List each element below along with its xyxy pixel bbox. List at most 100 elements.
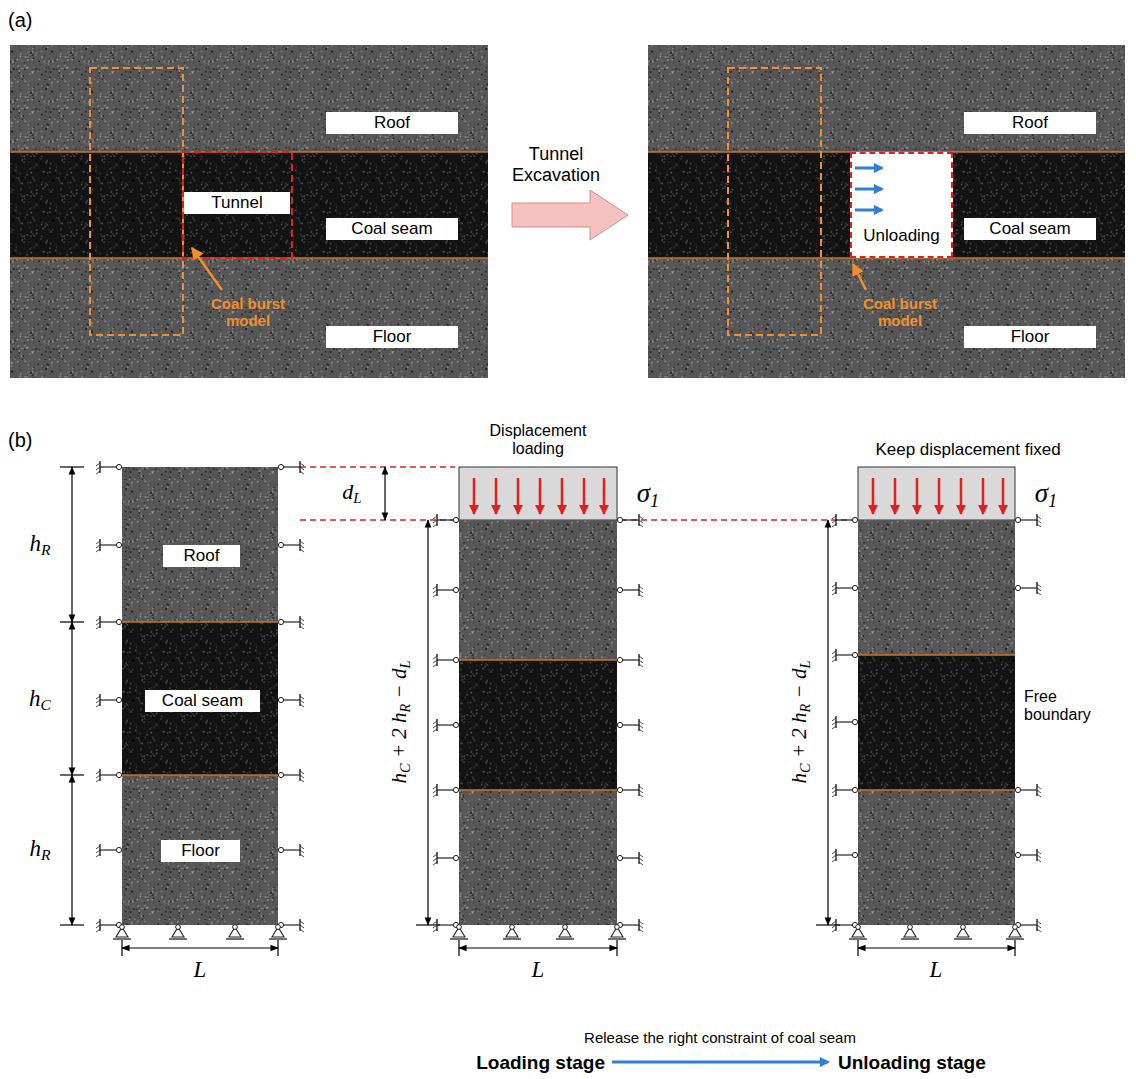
roller-support <box>300 846 304 849</box>
layer-label: Coal seam <box>351 220 432 239</box>
roller-support <box>278 697 283 702</box>
roller-support <box>836 789 854 790</box>
roller-support <box>233 925 238 930</box>
callout-text: Coal burst model <box>855 295 945 330</box>
roller-support <box>836 587 854 588</box>
roller-support <box>1037 929 1041 932</box>
roller-support <box>300 622 304 625</box>
roller-support <box>433 594 437 597</box>
roller-support <box>433 729 437 732</box>
roller-support <box>437 924 455 925</box>
dimension-line <box>427 520 428 925</box>
load-arrows <box>1002 478 1005 514</box>
roller-support <box>1037 925 1041 928</box>
unloading-region: Unloading <box>850 152 953 258</box>
roller-support <box>300 929 304 932</box>
model-column <box>122 622 278 775</box>
layer-label: Floor <box>181 842 220 861</box>
label-box: Coal seam <box>964 218 1096 240</box>
roller-support <box>1037 592 1041 595</box>
panel-label: (b) <box>8 429 32 452</box>
roller-support <box>433 858 437 861</box>
roller-support <box>433 664 437 667</box>
model-column <box>122 621 278 623</box>
roller-support <box>300 463 304 466</box>
label-box: Roof <box>326 112 458 134</box>
roller-support <box>954 938 972 939</box>
label-box: Roof <box>163 545 240 567</box>
roller-support <box>832 584 836 587</box>
roller-support <box>901 938 919 939</box>
roller-support <box>100 544 118 545</box>
roller-support <box>96 471 100 474</box>
process-text: Tunnel Excavation <box>501 144 611 185</box>
roller-support <box>621 924 639 925</box>
roller-support <box>300 696 304 699</box>
roller-support <box>282 849 300 850</box>
load-arrows <box>473 478 476 514</box>
roller-support <box>450 938 468 939</box>
stress-symbol: σ1 <box>637 478 660 512</box>
roller-support <box>639 586 643 589</box>
load-arrows <box>583 478 586 514</box>
roller-support <box>1037 859 1041 862</box>
roller-support <box>300 549 304 552</box>
roller-support <box>300 850 304 853</box>
roller-support <box>832 925 836 928</box>
strata-image <box>183 152 292 258</box>
strata-image <box>850 152 953 258</box>
roller-support <box>1019 854 1037 855</box>
roller-support <box>282 699 300 700</box>
roller-support <box>832 516 836 519</box>
strata-image <box>855 167 882 170</box>
roller-support <box>1019 519 1037 520</box>
roller-support <box>852 652 857 657</box>
roller-support <box>961 925 966 930</box>
roller-support <box>113 938 131 939</box>
roller-support <box>437 789 455 790</box>
load-text: Displacement loading <box>463 422 613 459</box>
layer-label: Coal seam <box>162 692 243 711</box>
roller-support <box>120 925 125 930</box>
roller-support <box>639 862 643 865</box>
roller-support <box>433 929 437 932</box>
roller-support <box>437 857 455 858</box>
reference-line <box>621 519 855 520</box>
roller-support <box>639 721 643 724</box>
roller-support <box>621 659 639 660</box>
roller-support <box>1037 921 1041 924</box>
roller-support <box>96 467 100 470</box>
roller-support <box>621 857 639 858</box>
roller-support <box>617 587 622 592</box>
roller-support <box>226 938 244 939</box>
roller-support <box>300 771 304 774</box>
model-column <box>858 467 1015 520</box>
label-box: Coal seam <box>326 218 458 240</box>
roller-support <box>832 929 836 932</box>
roller-support <box>116 464 121 469</box>
load-arrows <box>916 478 919 514</box>
roller-support <box>278 772 283 777</box>
model-column <box>122 467 278 925</box>
dimension-line <box>459 947 617 948</box>
load-arrows <box>872 478 875 514</box>
roller-support <box>96 700 100 703</box>
roller-support <box>836 721 854 722</box>
roller-support <box>96 549 100 552</box>
roller-support <box>639 590 643 593</box>
roller-support <box>100 699 118 700</box>
stage-note: Release the right constraint of coal sea… <box>584 1029 856 1046</box>
strata-image <box>10 45 488 378</box>
roller-support <box>1037 516 1041 519</box>
roller-support <box>1037 584 1041 587</box>
roller-support <box>100 849 118 850</box>
layer-label: Tunnel <box>211 194 262 213</box>
label-box: Floor <box>964 326 1096 348</box>
load-arrows <box>539 478 542 514</box>
model-column <box>858 654 1015 656</box>
strata-image <box>10 152 488 258</box>
load-arrows <box>561 478 564 514</box>
load-arrows <box>894 478 897 514</box>
roller-support <box>453 722 458 727</box>
strata-image <box>728 68 821 335</box>
